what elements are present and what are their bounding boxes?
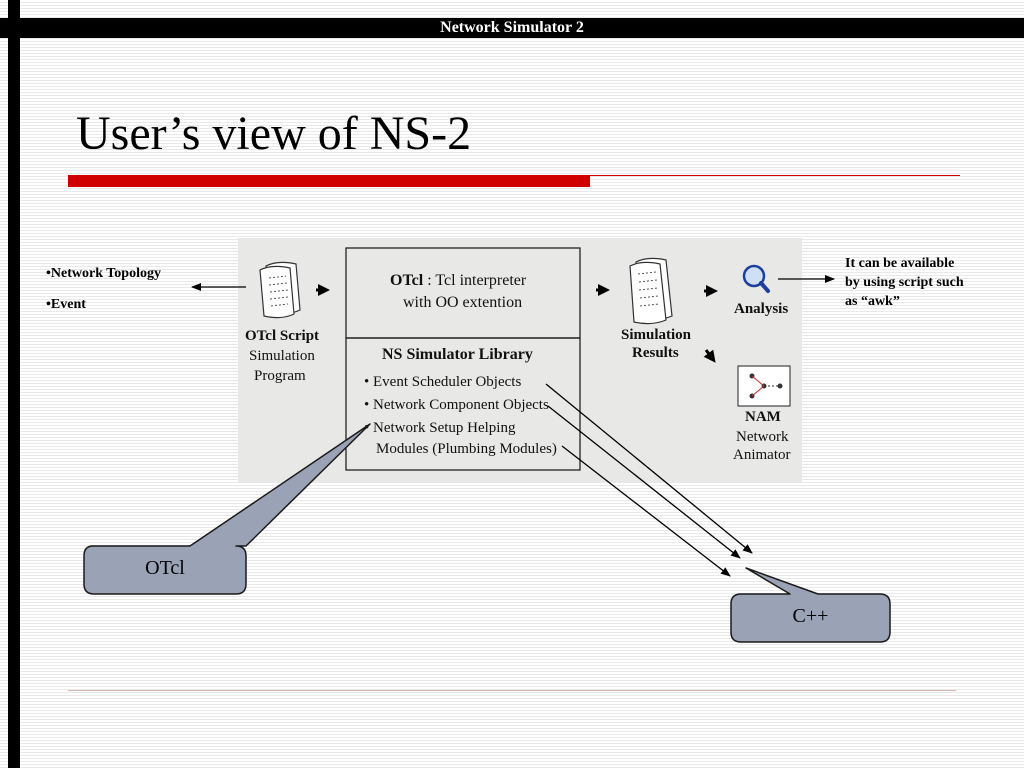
awk-note: It can be available by using script such… — [845, 254, 1005, 311]
nam-line1: Network — [736, 429, 789, 445]
otcl-script-title: OTcl Script — [245, 328, 320, 344]
header-bar — [0, 18, 1024, 38]
otcl-callout-label: OTcl — [145, 557, 185, 579]
arrow-setup-modules-to-cpp — [561, 445, 731, 577]
arrow-event-scheduler-to-cpp — [545, 383, 753, 554]
magnifier-icon — [742, 264, 770, 293]
arrow-network-component-to-cpp — [547, 405, 741, 559]
arrow-results-to-nam — [703, 349, 716, 363]
library-item-3: • Network Setup Helping — [364, 420, 516, 436]
otcl-script-line2: Program — [254, 368, 306, 384]
library-item-1: • Event Scheduler Objects — [364, 374, 522, 390]
nam-title: NAM — [745, 409, 781, 425]
library-title: NS Simulator Library — [382, 346, 533, 363]
library-box — [345, 337, 581, 471]
list-item-event: •Event — [46, 297, 86, 312]
results-line1: Simulation — [621, 327, 692, 343]
header-title: Network Simulator 2 — [440, 19, 584, 36]
otcl-script-document-icon — [259, 261, 301, 319]
title-underline-red — [68, 175, 590, 187]
slide-title: User’s view of NS-2 — [76, 107, 472, 160]
interpreter-rest: : Tcl interpreter — [427, 272, 527, 289]
note-line-2: by using script such — [845, 275, 964, 290]
title-underline-thin — [590, 175, 960, 176]
nam-line2: Animator — [733, 447, 791, 463]
left-border-bar — [8, 0, 20, 768]
cpp-callout-shape — [730, 567, 891, 643]
otcl-script-line1: Simulation — [249, 348, 315, 364]
nam-network-icon — [737, 365, 791, 407]
cpp-callout-label: C++ — [792, 605, 829, 627]
analysis-label: Analysis — [734, 301, 789, 317]
otcl-callout-shape — [83, 423, 371, 595]
note-line-1: It can be available — [845, 256, 955, 271]
results-line2: Results — [632, 345, 679, 361]
ns2-diagram: OTcl Script Simulation Program OTcl : Tc… — [238, 238, 802, 482]
diagram-graphics — [259, 247, 791, 471]
note-line-3: as “awk” — [845, 294, 900, 309]
interpreter-line2: with OO extention — [403, 294, 523, 311]
list-item-network-topology: •Network Topology — [46, 266, 161, 281]
library-item-2: • Network Component Objects — [364, 397, 549, 413]
library-item-3-continued: Modules (Plumbing Modules) — [376, 441, 557, 457]
footer-divider — [68, 690, 956, 691]
results-document-icon — [629, 257, 673, 325]
interpreter-line1: OTcl : Tcl interpreter — [390, 272, 526, 290]
interpreter-bold: OTcl — [390, 272, 424, 289]
